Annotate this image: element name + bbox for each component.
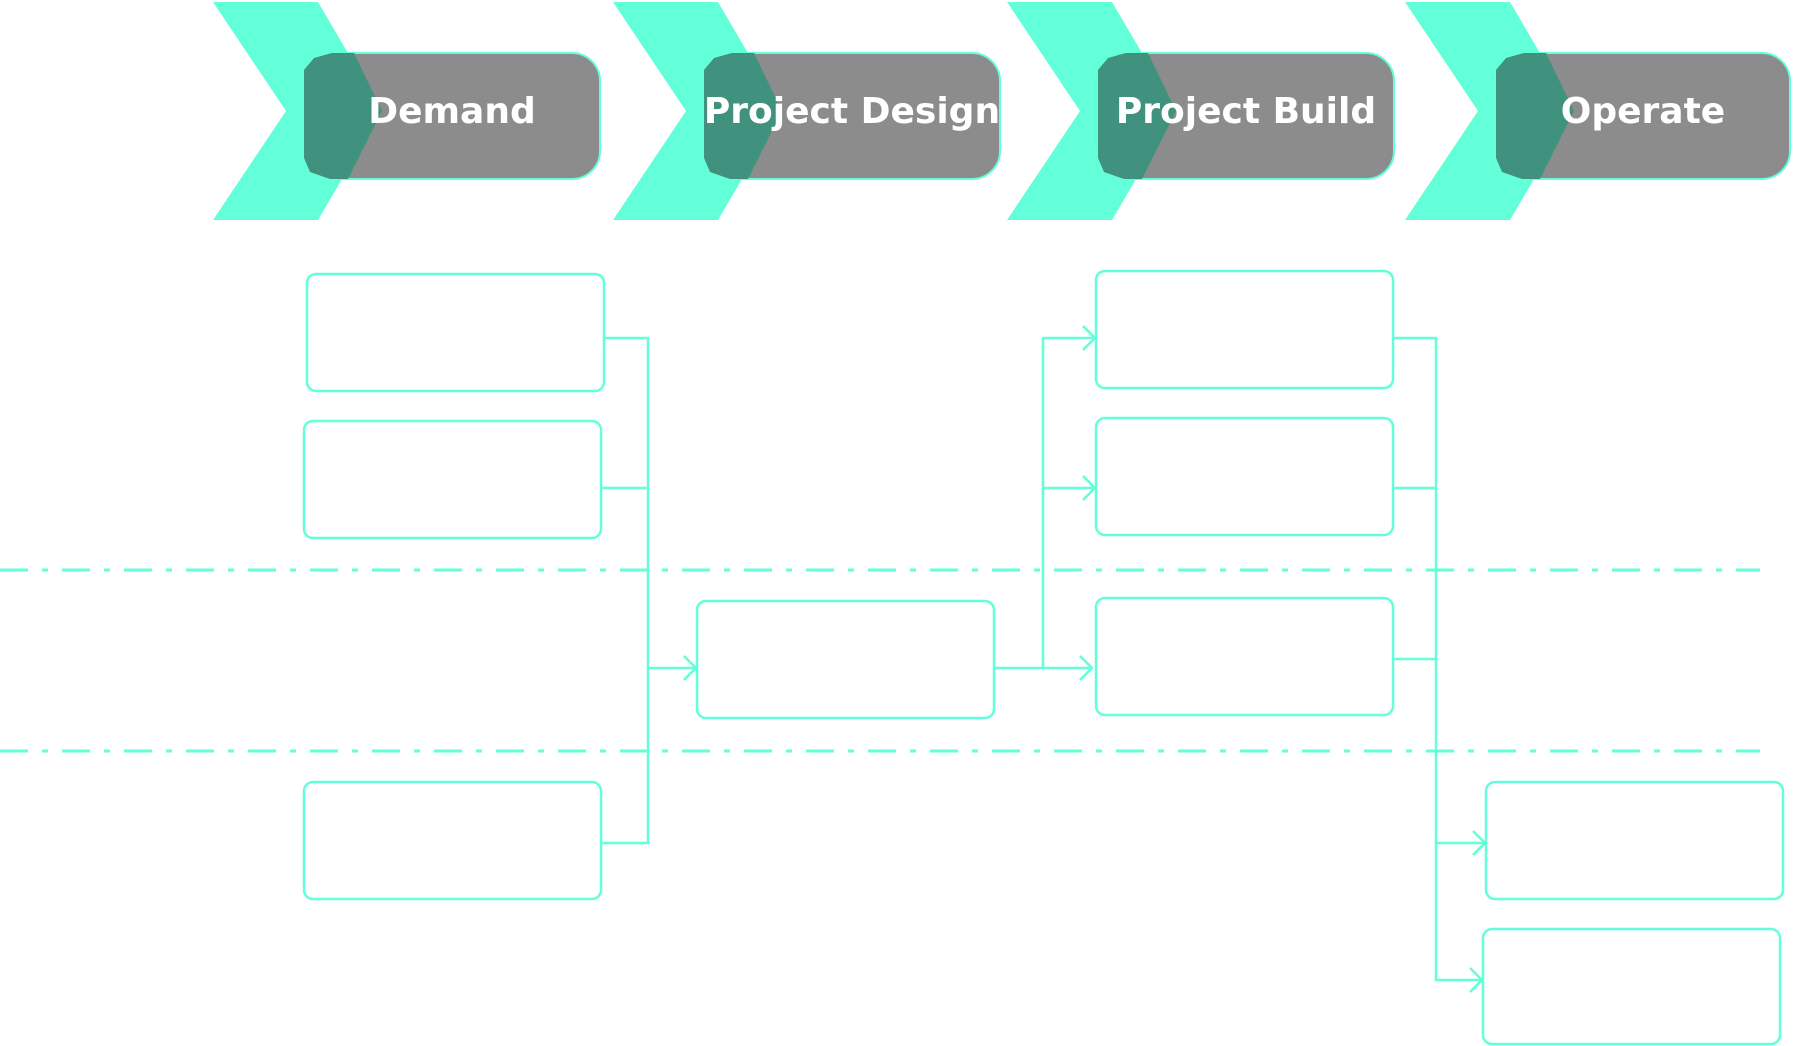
chevron-overlap [1496, 53, 1574, 179]
connectors [601, 325, 1487, 993]
design-box-1 [695, 599, 996, 720]
operate-box-2 [1481, 927, 1782, 1046]
stage-label-demand: Demand [368, 91, 536, 132]
connector-design-trunk [1041, 336, 1095, 668]
stage-label-project-design: Project Design [704, 91, 1000, 132]
build-box-3 [1094, 596, 1395, 717]
stage-label-project-build: Project Build [1116, 91, 1376, 132]
stage-header-project-build: Project Build [1007, 2, 1395, 220]
demand-box-3 [302, 780, 603, 901]
build-box-2 [1094, 416, 1395, 537]
operate-box-1 [1484, 780, 1785, 901]
build-box-1 [1094, 269, 1395, 390]
chevron-overlap [704, 53, 782, 179]
demand-box-2 [302, 419, 603, 540]
chevron-overlap [304, 53, 382, 179]
arrowhead-icon [1079, 655, 1094, 681]
demand-box-1 [305, 272, 606, 393]
stage-header-project-design: Project Design [613, 2, 1001, 220]
chevron-overlap [1098, 53, 1176, 179]
connector-demand-1 [602, 336, 650, 845]
stage-header-demand: Demand [213, 2, 601, 220]
stage-header-operate: Operate [1405, 2, 1791, 220]
stage-label-operate: Operate [1561, 91, 1725, 132]
